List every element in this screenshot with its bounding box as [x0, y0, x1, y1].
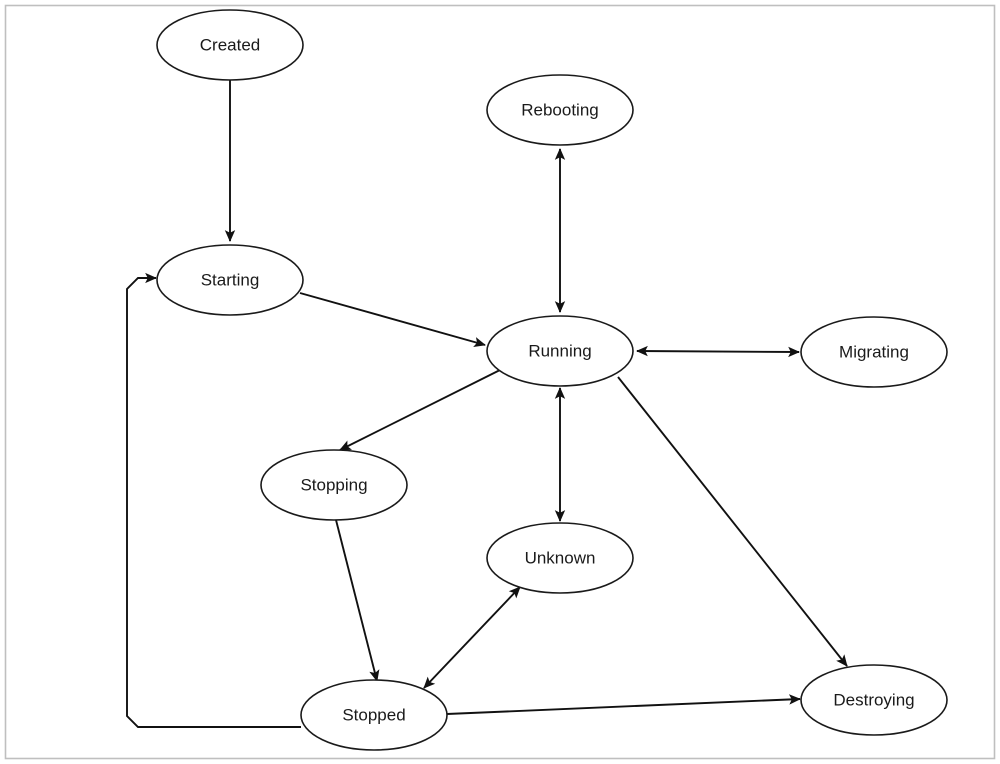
state-node-destroying[interactable]: Destroying — [800, 664, 948, 736]
state-node-created[interactable]: Created — [156, 9, 304, 81]
edge-starting-to-running — [299, 292, 486, 348]
state-node-shape-starting[interactable] — [156, 244, 304, 316]
edges-layer — [126, 80, 848, 728]
edge-stopped-to-starting — [126, 272, 301, 728]
state-node-shape-destroying[interactable] — [800, 664, 948, 736]
edge-stopped-to-unknown — [423, 586, 521, 689]
state-node-shape-running[interactable] — [486, 315, 634, 387]
state-node-shape-rebooting[interactable] — [486, 74, 634, 146]
state-node-shape-stopping[interactable] — [260, 449, 408, 521]
edge-running-to-stopping — [339, 369, 501, 451]
state-node-shape-unknown[interactable] — [486, 522, 634, 594]
state-node-shape-stopped[interactable] — [300, 679, 448, 751]
state-node-unknown[interactable]: Unknown — [486, 522, 634, 594]
edge-migrating-to-running — [636, 345, 800, 358]
state-node-stopped[interactable]: Stopped — [300, 679, 448, 751]
state-node-stopping[interactable]: Stopping — [260, 449, 408, 521]
state-node-shape-migrating[interactable] — [800, 316, 948, 388]
state-node-running[interactable]: Running — [486, 315, 634, 387]
edge-stopped-to-destroying — [446, 694, 801, 715]
state-node-shape-created[interactable] — [156, 9, 304, 81]
state-node-starting[interactable]: Starting — [156, 244, 304, 316]
edge-running-to-destroying — [617, 376, 848, 667]
state-node-rebooting[interactable]: Rebooting — [486, 74, 634, 146]
edge-stopping-to-stopped — [335, 519, 380, 682]
state-node-migrating[interactable]: Migrating — [800, 316, 948, 388]
canvas-border — [4, 4, 996, 760]
